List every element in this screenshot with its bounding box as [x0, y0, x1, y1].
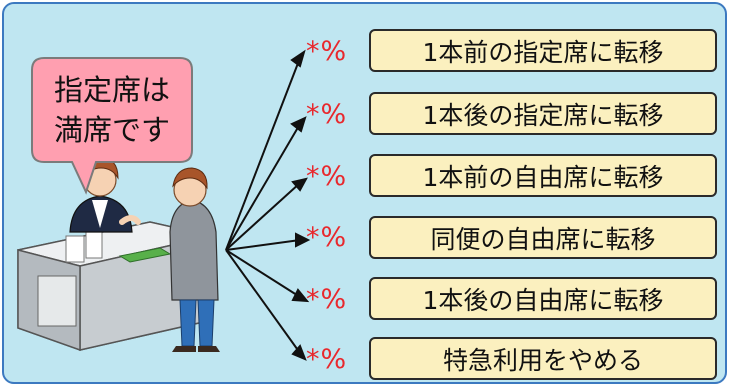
- option-mark-2: *%: [306, 98, 348, 130]
- option-box-5: 1本後の自由席に転移: [369, 277, 717, 320]
- option-box-6: 特急利用をやめる: [369, 337, 717, 380]
- speech-line-1: 指定席は: [53, 73, 170, 107]
- option-box-2: 1本後の指定席に転移: [369, 92, 717, 135]
- option-mark-3: *%: [306, 160, 348, 192]
- customer-figure: [169, 167, 220, 352]
- option-mark-4: *%: [306, 221, 348, 253]
- arrows: [225, 49, 311, 361]
- speech-bubble: 指定席は 満席です: [32, 55, 192, 165]
- option-box-3: 1本前の自由席に転移: [369, 154, 717, 197]
- option-mark-5: *%: [306, 283, 348, 315]
- option-mark-6: *%: [306, 343, 348, 375]
- option-mark-1: *%: [306, 35, 348, 67]
- option-box-1: 1本前の指定席に転移: [369, 29, 717, 72]
- speech-bubble-shape: [31, 57, 193, 195]
- clerk-figure: [69, 157, 141, 233]
- option-box-4: 同便の自由席に転移: [369, 216, 717, 259]
- speech-line-2: 満席です: [53, 113, 170, 147]
